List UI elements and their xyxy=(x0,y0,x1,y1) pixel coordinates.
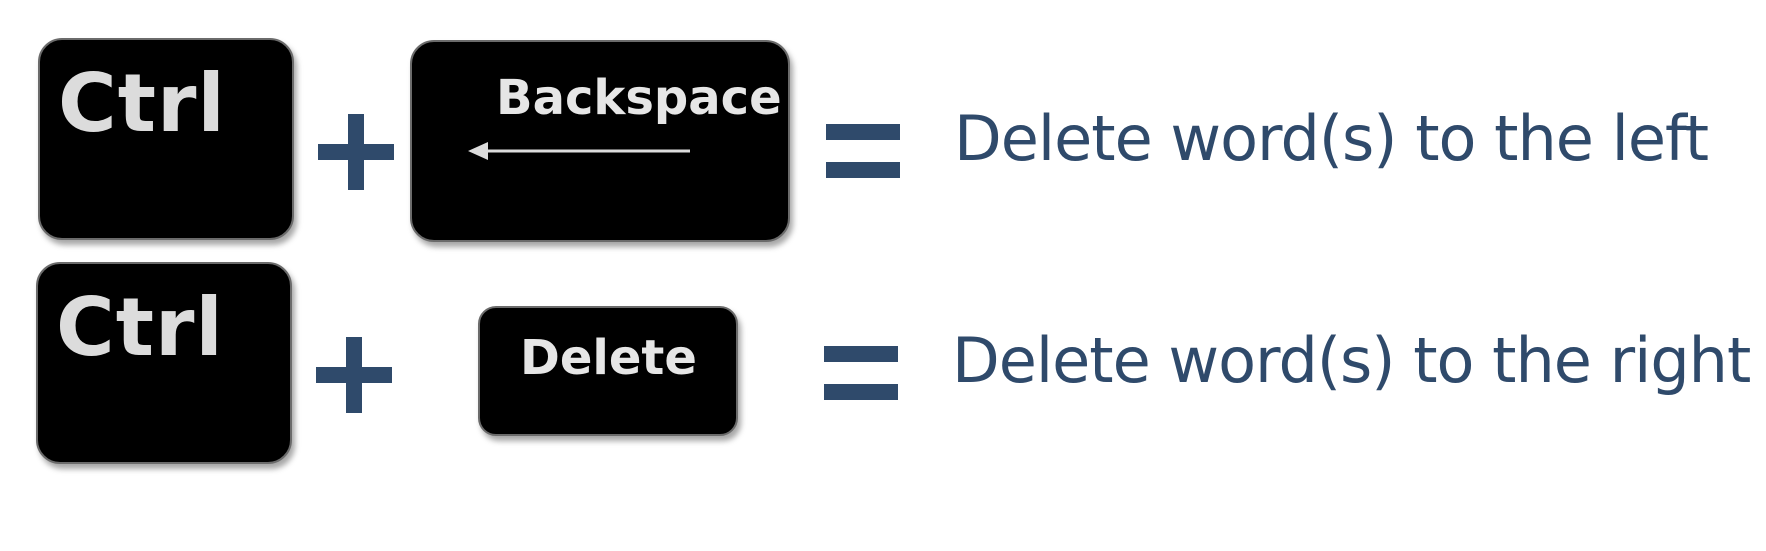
ctrl-key-label: Ctrl xyxy=(56,281,224,374)
plus-icon xyxy=(318,114,394,190)
backspace-key: Backspace xyxy=(410,40,790,242)
delete-key-label: Delete xyxy=(520,330,697,386)
ctrl-key-label: Ctrl xyxy=(58,57,226,150)
left-arrow-icon xyxy=(468,142,690,160)
backspace-key-label: Backspace xyxy=(496,70,782,126)
description-left: Delete word(s) to the left xyxy=(954,102,1709,175)
delete-key: Delete xyxy=(478,306,738,436)
ctrl-key: Ctrl xyxy=(36,262,292,464)
plus-icon xyxy=(316,337,392,413)
equals-icon xyxy=(824,346,898,400)
equals-icon xyxy=(826,124,900,178)
ctrl-key: Ctrl xyxy=(38,38,294,240)
description-right: Delete word(s) to the right xyxy=(952,324,1751,397)
